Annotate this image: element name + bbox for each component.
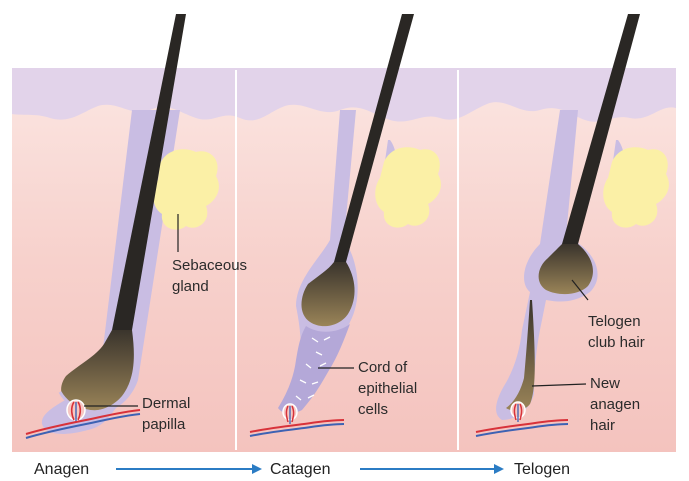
new-anagen-label-line: New xyxy=(590,375,620,392)
phase-anagen: Anagen xyxy=(34,461,89,478)
dermal-papilla-label-line: Dermal xyxy=(142,395,190,412)
telogen-club-label-line: Telogen xyxy=(588,313,641,330)
cord-label-line: cells xyxy=(358,401,388,418)
sebaceous-gland-label-line: gland xyxy=(172,278,209,295)
phase-timeline: Anagen Catagen Telogen xyxy=(34,461,570,478)
phase-catagen: Catagen xyxy=(270,461,331,478)
cord-label-line: Cord of xyxy=(358,359,408,376)
telogen-club-label-line: club hair xyxy=(588,334,645,351)
sebaceous-gland-label-line: Sebaceous xyxy=(172,257,247,274)
arrowhead-icon xyxy=(494,464,504,474)
dermal-papilla-label-line: papilla xyxy=(142,416,186,433)
new-anagen-label-line: hair xyxy=(590,417,615,434)
cord-label-line: epithelial xyxy=(358,380,417,397)
arrowhead-icon xyxy=(252,464,262,474)
phase-telogen: Telogen xyxy=(514,461,570,478)
new-anagen-label-line: anagen xyxy=(590,396,640,413)
